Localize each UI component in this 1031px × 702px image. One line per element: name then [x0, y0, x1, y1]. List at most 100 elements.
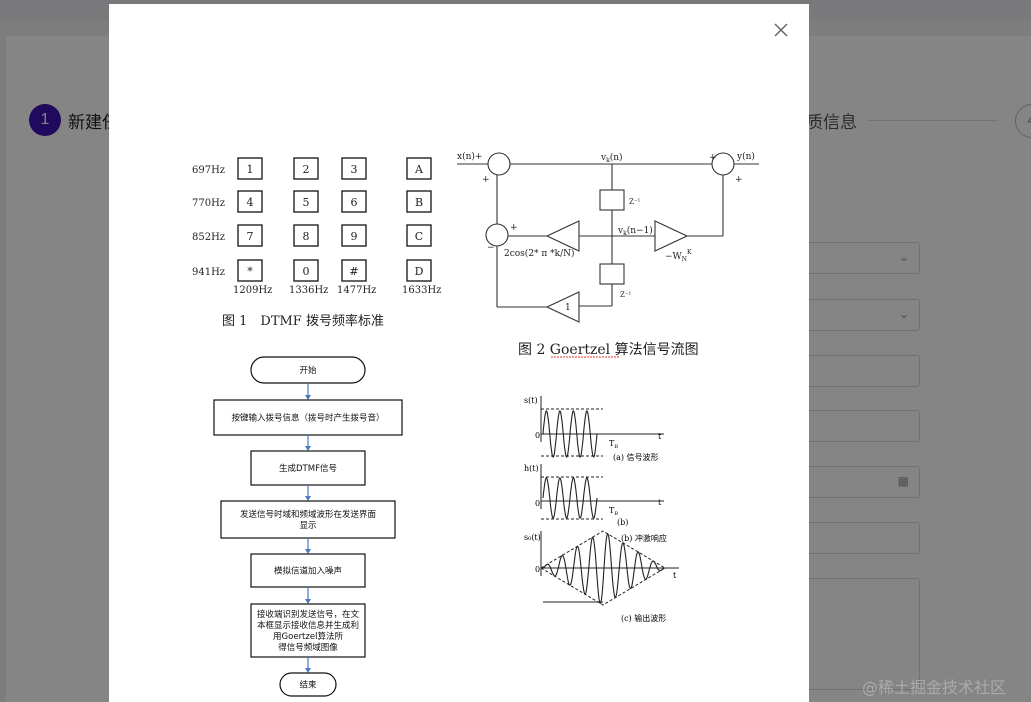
text-field[interactable]	[806, 522, 920, 554]
keypad-key	[406, 190, 432, 213]
keypad-key-label: 4	[247, 196, 254, 209]
column-frequency-label: 1209Hz	[233, 285, 272, 296]
label-cos: 2cos(2* π *k/N)	[504, 248, 575, 259]
chevron-down-icon: ⌄	[898, 307, 909, 321]
label-plus: +	[482, 175, 490, 185]
flowchart-process	[250, 603, 366, 658]
keypad-key-label: 3	[351, 163, 358, 176]
keypad-key	[406, 224, 432, 247]
label-vk-n1: vk(n−1)	[617, 225, 653, 237]
output-waveform	[542, 533, 666, 605]
tb-label: TB	[609, 506, 618, 517]
label-plus: +	[709, 153, 717, 163]
close-icon	[774, 23, 788, 37]
label-vk: vk(n)	[600, 152, 623, 164]
column-frequency-label: 1633Hz	[402, 285, 441, 296]
keypad-key	[341, 190, 367, 213]
keypad-key	[237, 224, 263, 247]
flowchart-process	[250, 450, 366, 486]
keypad-key-label: 2	[303, 163, 310, 176]
label-plus: +	[735, 175, 743, 185]
row-frequency-label: 770Hz	[192, 198, 225, 209]
flowchart-step-text: 生成DTMF信号	[279, 463, 337, 474]
signal-waveform	[542, 410, 598, 458]
label-wn: −WNK	[665, 249, 692, 263]
text-field[interactable]	[806, 410, 920, 442]
keypad-key	[293, 190, 319, 213]
keypad-key	[237, 157, 263, 180]
row-frequency-label: 697Hz	[192, 165, 225, 176]
keypad-key-label: 8	[303, 230, 310, 243]
step-3-label: 质信息	[806, 113, 857, 133]
waveform-c-caption: (c) 输出波形	[621, 613, 666, 623]
label-plus: +	[510, 223, 518, 233]
waveform-b-note: (b) 冲激响应	[621, 533, 667, 543]
flowchart-step-text: 按键输入拨号信息（拨号时产生拨号音）	[231, 413, 384, 424]
flowchart-arrowhead	[305, 446, 311, 451]
flowchart-terminal	[279, 672, 337, 697]
flowchart-arrowhead	[305, 395, 311, 400]
date-field[interactable]: ▦	[806, 466, 920, 498]
flowchart-process	[213, 399, 403, 436]
keypad-key-label: 5	[303, 196, 310, 209]
waveform-c-ylabel: s₀(t)	[524, 533, 541, 542]
keypad-key	[293, 157, 319, 180]
calendar-icon: ▦	[897, 474, 909, 488]
waveform-b-ylabel: h(t)	[524, 464, 539, 473]
label-z1: Z⁻¹	[629, 198, 641, 206]
w-gain	[654, 220, 689, 252]
row-frequency-label: 941Hz	[192, 267, 225, 278]
delay-block-2	[599, 263, 625, 285]
text-field[interactable]	[806, 355, 920, 387]
keypad-key-label: C	[415, 230, 423, 243]
waveform-a-ylabel: s(t)	[524, 396, 538, 405]
column-frequency-label: 1336Hz	[289, 285, 328, 296]
time-label: t	[658, 432, 662, 441]
close-button[interactable]	[771, 20, 791, 40]
flowchart-arrowhead	[305, 599, 311, 604]
keypad-key	[341, 157, 367, 180]
origin-label: 0	[535, 565, 540, 574]
flowchart-process	[250, 553, 366, 588]
tb-label: TB	[609, 439, 618, 450]
flowchart-step-text: 得信号频域图像	[278, 642, 338, 653]
keypad-key-label: *	[247, 265, 253, 278]
keypad-key	[406, 157, 432, 180]
keypad-key-label: 1	[247, 163, 254, 176]
step-1-indicator[interactable]: 1	[29, 104, 61, 136]
flowchart: 开始按键输入拨号信息（拨号时产生拨号音）生成DTMF信号发送信号时域和频域波形在…	[213, 356, 403, 697]
label-one: 1	[565, 303, 571, 313]
triangular-envelope	[540, 530, 666, 606]
waveform-b-caption: (b)	[617, 518, 628, 527]
flowchart-step-text: 发送信号时域和频域波形在发送界面	[240, 509, 377, 520]
keypad-key-label: 6	[351, 196, 358, 209]
flowchart-process	[220, 500, 396, 539]
goertzel-diagram: x(n)+ y(n) vk(n) vk(n−1) Z⁻¹ Z⁻¹ 2cos(2*…	[457, 151, 759, 358]
keypad-key-label: 9	[351, 230, 358, 243]
waveform-a-caption: (a) 信号波形	[613, 452, 659, 462]
flowchart-arrowhead	[305, 549, 311, 554]
flowchart-step-text: 显示	[299, 521, 316, 531]
select-field[interactable]: ⌄	[806, 299, 920, 331]
fig1-caption: 图 1 DTMF 拨号频率标准	[222, 313, 384, 329]
keypad-key	[293, 224, 319, 247]
textarea-field[interactable]	[806, 578, 920, 690]
column-frequency-label: 1477Hz	[337, 285, 376, 296]
origin-label: 0	[535, 499, 540, 508]
flowchart-step-text: 用Goertzel算法所	[273, 631, 343, 642]
step-1-label: 新建任	[68, 113, 119, 133]
cos-gain	[545, 220, 580, 252]
flowchart-step-text: 接收端识别发送信号，在文	[257, 609, 360, 620]
keypad-key	[406, 259, 432, 282]
label-z2: Z⁻¹	[620, 291, 632, 299]
keypad-key-label: D	[415, 265, 424, 278]
keypad-key-label: 0	[303, 265, 310, 278]
label-minus: −	[487, 243, 495, 253]
keypad-key	[237, 190, 263, 213]
origin-label: 0	[535, 431, 540, 440]
keypad-key	[293, 259, 319, 282]
sum-node-input	[487, 152, 511, 176]
